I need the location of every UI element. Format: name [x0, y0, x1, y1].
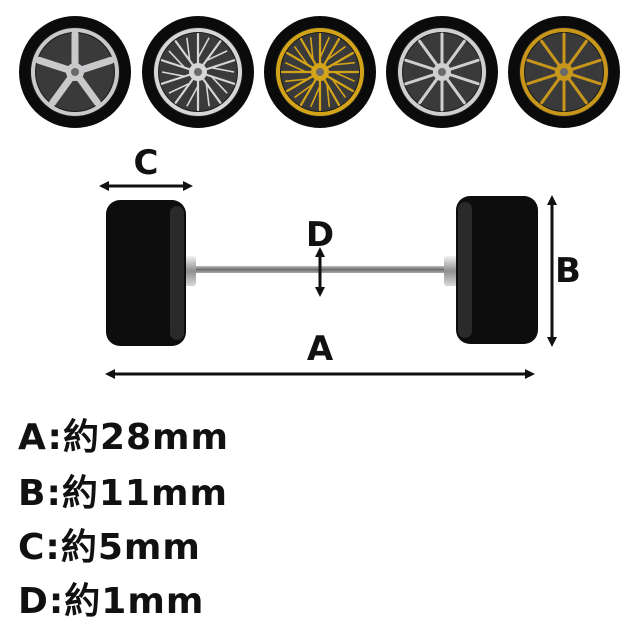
dimension-arrows	[99, 181, 557, 379]
wheel-1-icon	[19, 16, 131, 128]
rim-lip	[154, 28, 242, 116]
mesh-spoke	[319, 36, 331, 59]
mesh-spoke	[186, 85, 199, 107]
label-b: B	[555, 251, 581, 291]
spec-key: A	[18, 417, 48, 458]
hub-center	[71, 68, 79, 76]
mesh-spoke	[294, 83, 314, 99]
mesh-spoke	[331, 78, 347, 98]
mesh-spoke	[168, 50, 186, 69]
hub-center	[438, 68, 446, 76]
mesh-spoke	[161, 71, 185, 78]
mesh-spoke	[293, 46, 309, 66]
hub-center	[194, 68, 202, 76]
wheel-5-icon	[508, 16, 620, 128]
mesh-spoke	[309, 37, 314, 60]
mesh-spoke	[211, 66, 235, 73]
wheel-2-icon	[142, 16, 254, 128]
label-a: A	[307, 329, 334, 369]
spec-value: 約5mm	[60, 527, 201, 568]
label-d: D	[306, 215, 334, 255]
mesh-spoke	[168, 82, 191, 94]
mesh-spoke	[285, 78, 308, 83]
rim-lip	[31, 28, 119, 116]
spec-key: C	[18, 527, 46, 568]
spec-value: 約28mm	[62, 417, 230, 458]
rim-lip	[276, 28, 364, 116]
left-tire-sidewall	[170, 206, 184, 340]
hub-center	[316, 68, 324, 76]
rim-lip	[398, 28, 486, 116]
spec-line-c: C:約5mm	[18, 527, 201, 568]
hub-center	[560, 68, 568, 76]
mesh-spoke	[210, 75, 228, 94]
spec-line-a: A:約28mm	[18, 417, 230, 458]
spec-value: 約1mm	[64, 581, 205, 622]
left-tire	[106, 200, 186, 346]
wheel-4-icon	[386, 16, 498, 128]
spec-value: 約11mm	[61, 473, 228, 514]
label-c: C	[134, 143, 159, 183]
mesh-spoke	[309, 85, 321, 108]
right-tire-sidewall	[458, 202, 472, 338]
mesh-spoke	[186, 37, 191, 61]
mesh-spoke	[284, 61, 307, 73]
mesh-spoke	[333, 71, 356, 83]
spec-key: D	[18, 581, 49, 622]
wheel-3-icon	[264, 16, 376, 128]
axle-assembly	[106, 196, 538, 346]
right-tire	[456, 196, 538, 344]
rim-lip	[520, 28, 608, 116]
mesh-spoke	[205, 50, 228, 62]
wheel-lineup	[19, 16, 620, 128]
spec-key: B	[18, 473, 47, 514]
spec-line-d: D:約1mm	[18, 581, 205, 622]
mesh-spoke	[326, 45, 346, 61]
mesh-spoke	[326, 84, 331, 107]
mesh-spoke	[197, 37, 210, 59]
mesh-spoke	[332, 61, 355, 66]
mesh-spoke	[205, 83, 210, 107]
spec-line-b: B:約11mm	[18, 473, 228, 514]
